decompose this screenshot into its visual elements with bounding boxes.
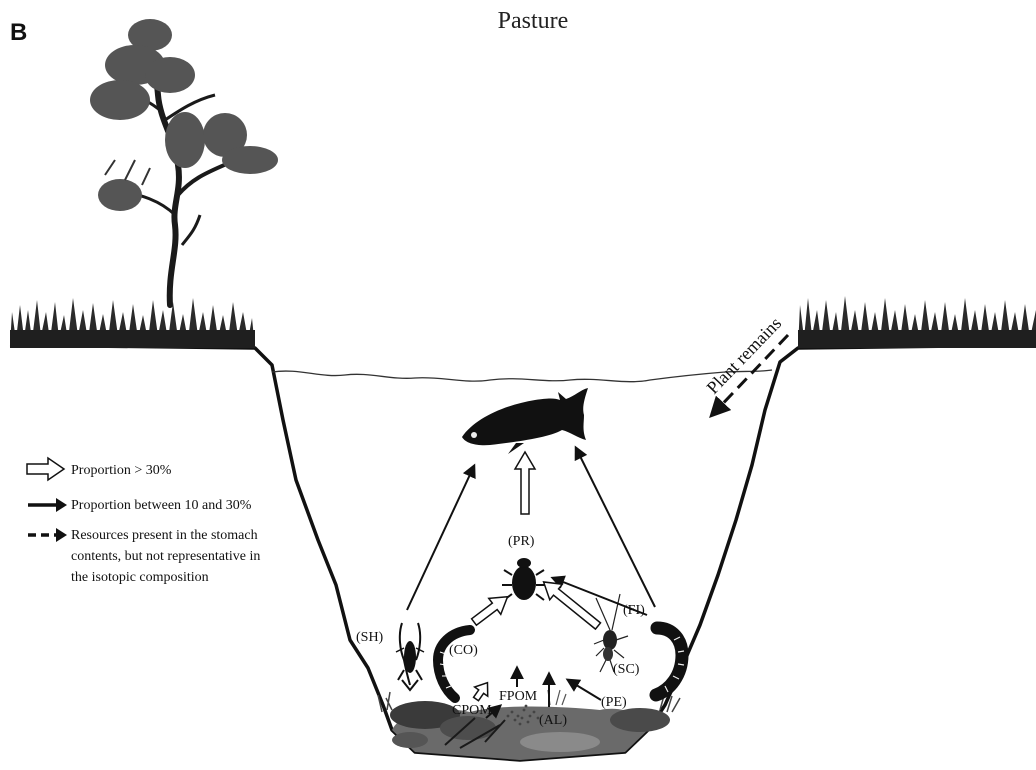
- arrow-sh-to-fish: [407, 466, 474, 610]
- arrow-co-to-pr: [468, 589, 514, 630]
- node-label-cpom: CPOM: [452, 703, 492, 718]
- open-arrows: [468, 452, 604, 704]
- fish-icon: [462, 388, 588, 454]
- beetle-icon: [502, 558, 546, 600]
- page-title: Pasture: [498, 8, 569, 34]
- legend-label-3a: Resources present in the stomach: [71, 528, 258, 543]
- solid-arrow-icon: [28, 498, 67, 512]
- legend-label-3c: the isotopic composition: [71, 570, 209, 585]
- legend: Proportion > 30% Proportion between 10 a…: [27, 458, 260, 585]
- arrow-fi-to-fish: [576, 448, 655, 607]
- open-arrow-icon: [27, 458, 64, 480]
- legend-label-3b: contents, but not representative in: [71, 549, 260, 564]
- node-label-pe: (PE): [601, 695, 627, 710]
- legend-label-2: Proportion between 10 and 30%: [71, 498, 252, 513]
- grass-icon: [10, 298, 255, 348]
- arrow-sc-to-pr: [537, 574, 604, 634]
- node-label-fpom: FPOM: [499, 689, 538, 704]
- shrimp-icon: [396, 623, 424, 690]
- water-surface: [272, 370, 772, 382]
- node-label-pr: (PR): [508, 534, 535, 549]
- panel-letter: B: [10, 19, 27, 46]
- node-label-al: (AL): [539, 713, 567, 728]
- tree-icon: [90, 19, 278, 305]
- node-label-sh: (SH): [356, 630, 384, 645]
- node-label-co: (CO): [449, 643, 478, 658]
- node-label-fi: (FI): [623, 603, 645, 618]
- worm-icon: [438, 630, 470, 698]
- caddisfly-larva-icon: [656, 628, 684, 695]
- arrow-cpom-up: [469, 678, 494, 704]
- legend-label-1: Proportion > 30%: [71, 463, 172, 478]
- arrow-pe-up: [568, 680, 601, 700]
- dashed-arrow-icon: [28, 528, 67, 542]
- node-label-sc: (SC): [613, 662, 640, 677]
- arrow-pr-to-fish: [515, 452, 535, 514]
- grass-icon: [798, 296, 1036, 348]
